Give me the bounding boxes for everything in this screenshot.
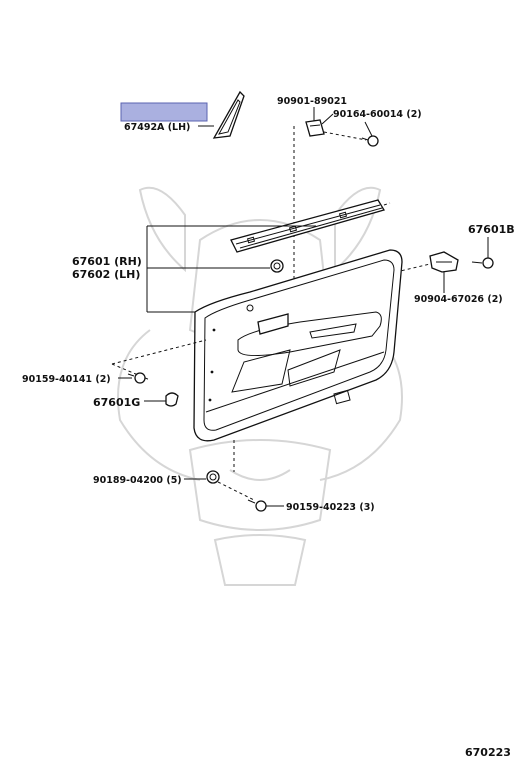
- label-67601-rh[interactable]: 67601 (RH): [72, 255, 142, 268]
- label-90164-60014[interactable]: 90164-60014 (2): [333, 109, 422, 120]
- label-67601g[interactable]: 67601G: [93, 396, 140, 409]
- label-90904-67026[interactable]: 90904-67026 (2): [414, 294, 503, 305]
- label-90189-04200[interactable]: 90189-04200 (5): [93, 475, 182, 486]
- label-90159-40223[interactable]: 90159-40223 (3): [286, 502, 375, 513]
- label-67602-lh[interactable]: 67602 (LH): [72, 268, 140, 281]
- label-90901-89021[interactable]: 90901-89021: [277, 96, 347, 107]
- door-trim-panel-part: [193, 249, 403, 442]
- clip-bracket-part: [305, 119, 325, 137]
- screw-left-part: [127, 372, 146, 384]
- retainer-b-part: [471, 257, 494, 269]
- screw-bottom-part: [247, 499, 267, 512]
- label-highlight: [120, 102, 208, 122]
- retainer-part: [270, 259, 284, 273]
- triangle-cover-part: [212, 90, 245, 139]
- right-bracket-part: [429, 251, 459, 273]
- diagram-number: 670223: [465, 746, 511, 759]
- label-67492a[interactable]: 67492A (LH): [124, 122, 190, 133]
- screw-top-part: [361, 135, 379, 147]
- clip-bottom-part: [206, 470, 220, 484]
- retainer-g-part: [165, 392, 179, 407]
- label-90159-40141[interactable]: 90159-40141 (2): [22, 374, 111, 385]
- label-67601b[interactable]: 67601B: [468, 223, 515, 236]
